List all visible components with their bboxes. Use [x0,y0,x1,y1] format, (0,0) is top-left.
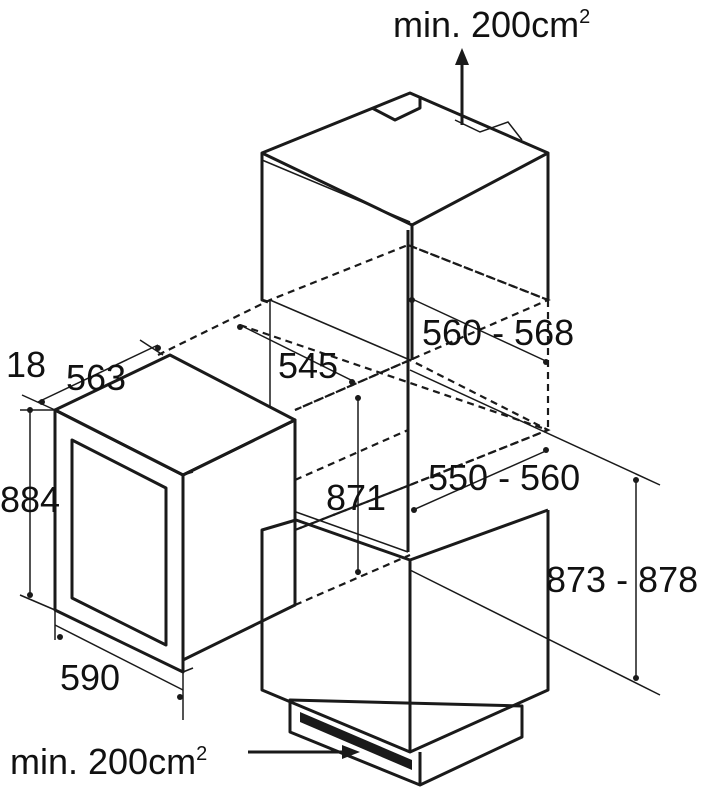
niche-outline [157,243,551,607]
niche-width-top-label: 560 - 568 [422,312,574,353]
appliance-width-label: 590 [60,657,120,698]
appliance-height-label: 884 [0,479,60,520]
cabinet-top-face [260,91,550,227]
appliance-front-door [53,408,185,674]
appliance [53,353,297,674]
vent-top-arrow [455,48,469,125]
door-thickness-label: 18 [6,344,46,385]
cabinet-plinth [288,698,524,787]
cabinet-top-notch [371,96,422,122]
cabinet-front-upper [260,153,269,304]
vent-bottom-arrow [248,745,360,759]
appliance-glass-panel [70,438,168,647]
appliance-side-face [181,418,297,662]
niche-depth-label: 545 [278,345,338,386]
plinth-vent-opening [300,712,412,770]
dimension-lines [19,297,661,720]
cabinet-height-label: 873 - 878 [546,559,698,600]
vent-bottom-label: min. 200cm2 [10,741,207,782]
cabinet [260,91,550,787]
niche-width-middle-label: 550 - 560 [428,457,580,498]
niche-height-label: 871 [326,477,386,518]
vent-top-label: min. 200cm2 [393,4,590,45]
cabinet-lower-body [260,510,550,754]
appliance-depth-label: 563 [66,357,126,398]
